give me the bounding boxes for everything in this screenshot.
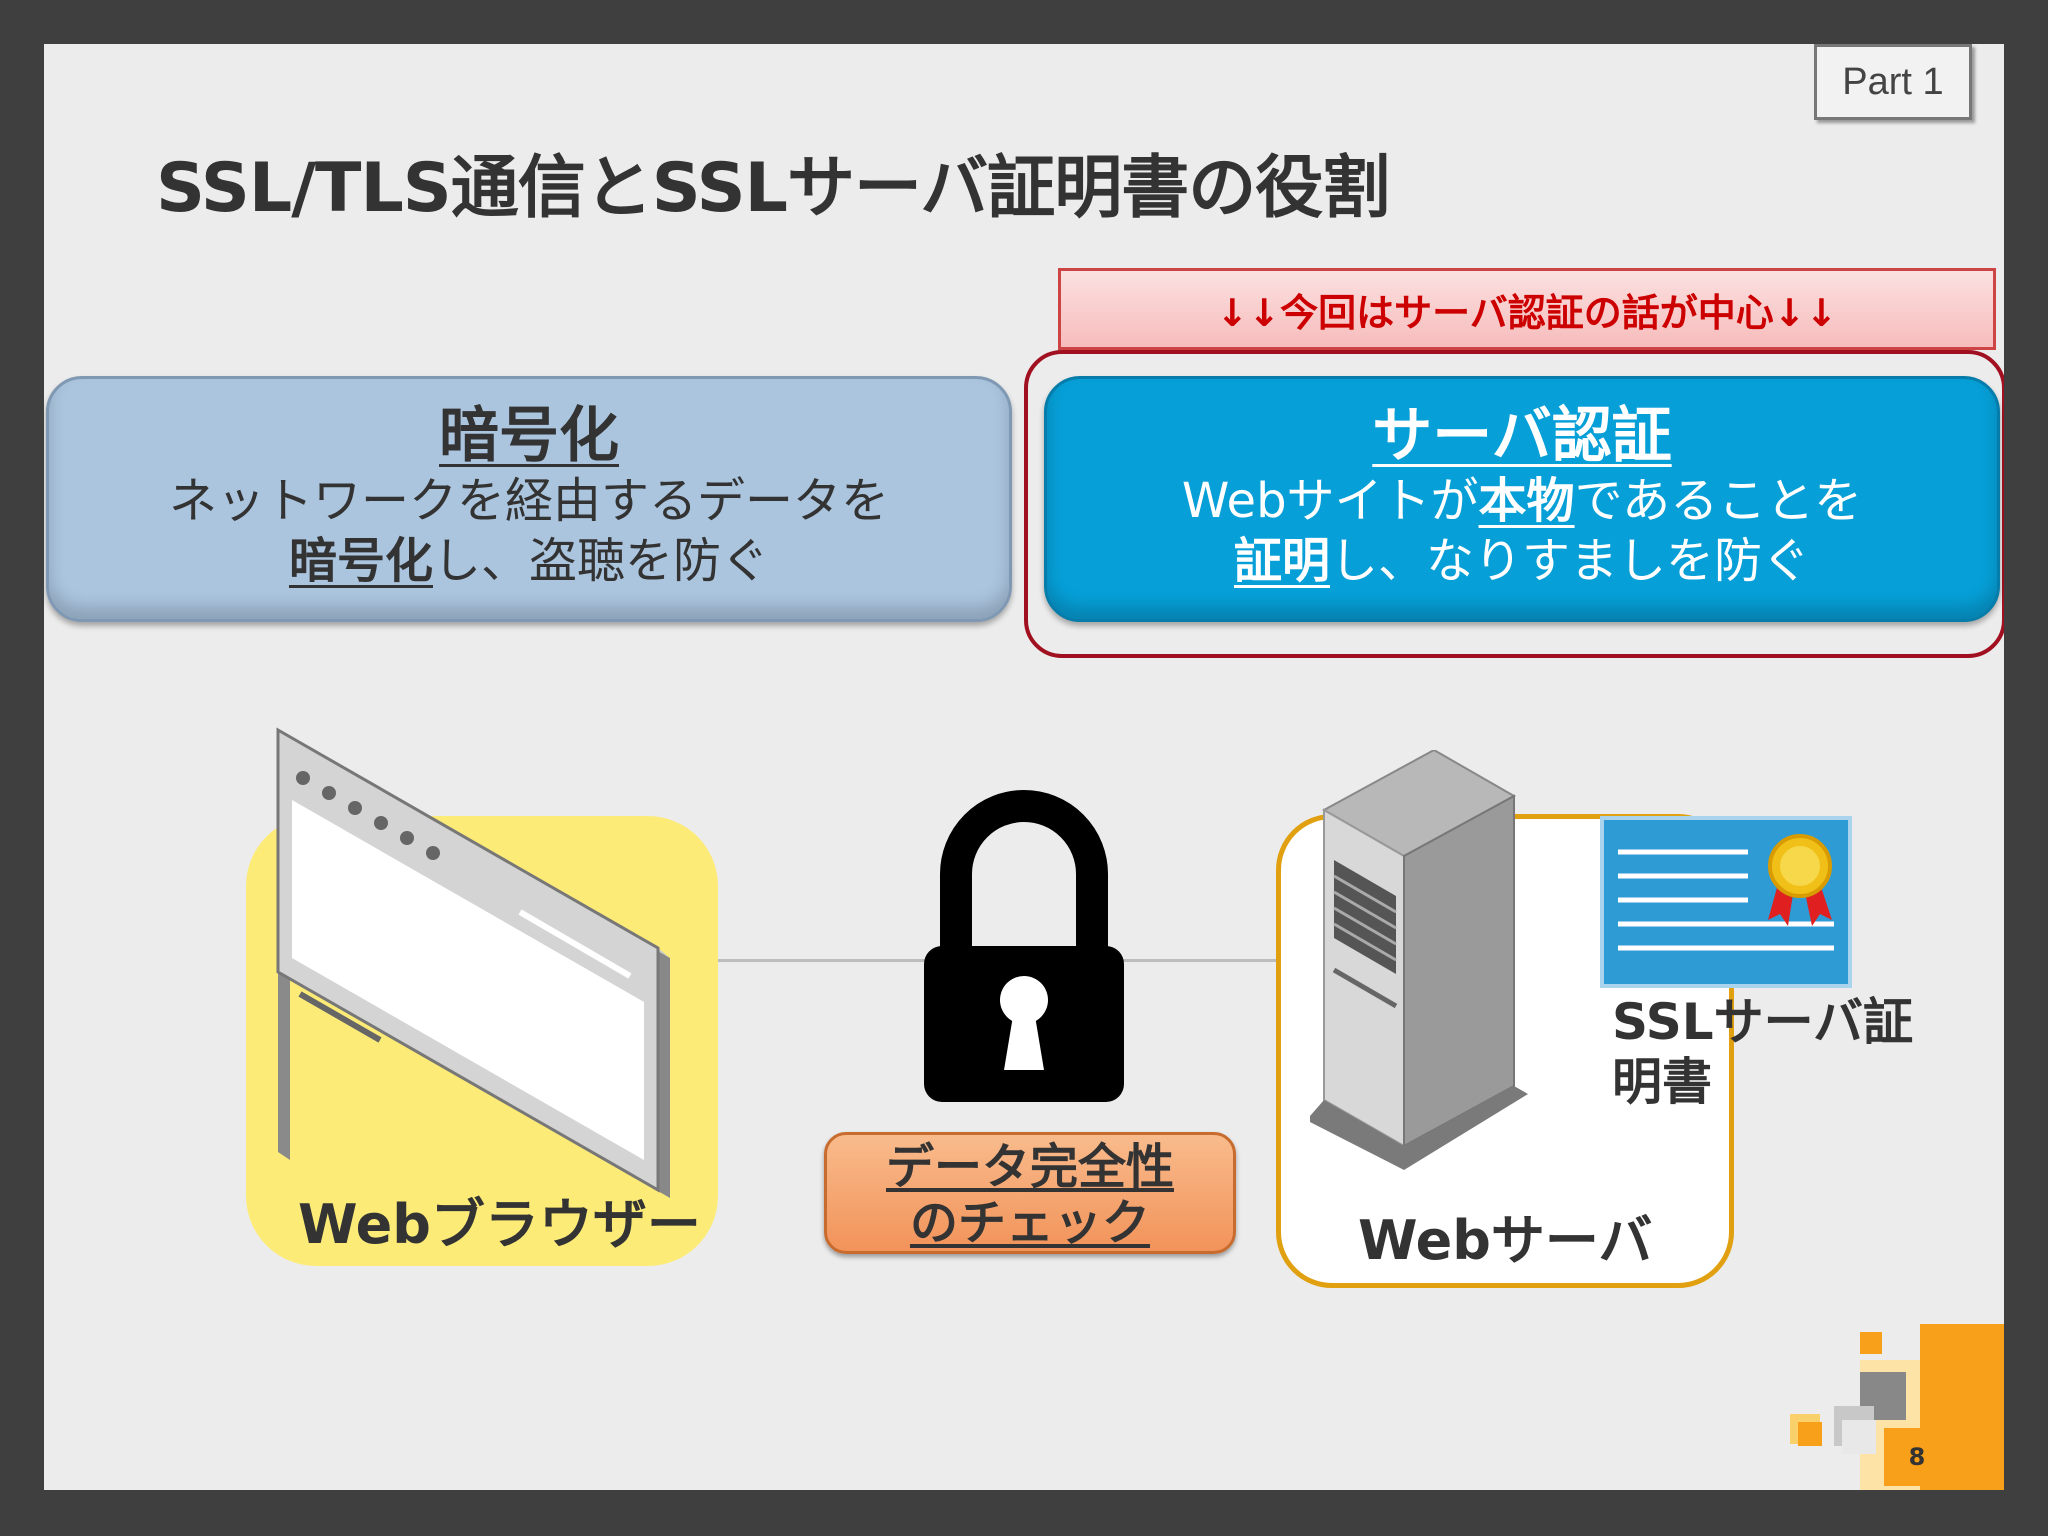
certificate-label: SSLサーバ証明書 — [1612, 993, 1914, 1111]
auth-line1-emph: 本物 — [1478, 473, 1575, 529]
lock-icon — [924, 790, 1124, 1102]
auth-line1-b: であることを — [1574, 473, 1863, 529]
slide-title: SSL/TLS通信とSSLサーバ証明書の役割 — [156, 149, 1390, 228]
authentication-line1: Webサイトが本物であることを — [1047, 471, 1997, 531]
certificate-icon — [1600, 816, 1852, 988]
authentication-line2: 証明し、なりすましを防ぐ — [1047, 531, 1997, 591]
page-number: 8 — [1884, 1428, 1950, 1486]
auth-line2-emph: 証明 — [1233, 533, 1330, 589]
slide: Part 1 SSL/TLS通信とSSLサーバ証明書の役割 ↓↓今回はサーバ認証… — [44, 44, 2004, 1490]
auth-line2-rest: し、なりすましを防ぐ — [1330, 533, 1811, 589]
server-tower-icon — [1310, 750, 1528, 1170]
integrity-line2: のチェック — [909, 1195, 1150, 1251]
browser-window-icon — [276, 727, 670, 1198]
encryption-line2-rest: し、盗聴を防ぐ — [433, 533, 770, 589]
focus-banner: ↓↓今回はサーバ認証の話が中心↓↓ — [1058, 268, 1996, 350]
integrity-line1: データ完全性 — [885, 1139, 1174, 1195]
encryption-box: 暗号化 ネットワークを経由するデータを 暗号化し、盗聴を防ぐ — [46, 376, 1012, 622]
encryption-emph: 暗号化 — [288, 533, 433, 589]
auth-line1-a: Webサイトが — [1181, 473, 1479, 529]
encryption-line1: ネットワークを経由するデータを — [168, 473, 889, 529]
encryption-title: 暗号化 — [439, 401, 619, 471]
focus-frame — [1024, 350, 2004, 658]
authentication-box: サーバ認証 Webサイトが本物であることを 証明し、なりすましを防ぐ — [1044, 376, 2000, 622]
encryption-line2: 暗号化し、盗聴を防ぐ — [49, 531, 1009, 591]
authentication-title: サーバ認証 — [1372, 401, 1672, 471]
integrity-check-box: データ完全性 のチェック — [824, 1132, 1236, 1254]
server-label: Webサーバ — [1358, 1209, 1653, 1272]
browser-label: Webブラウザー — [298, 1193, 701, 1256]
part-tag: Part 1 — [1814, 44, 1972, 120]
